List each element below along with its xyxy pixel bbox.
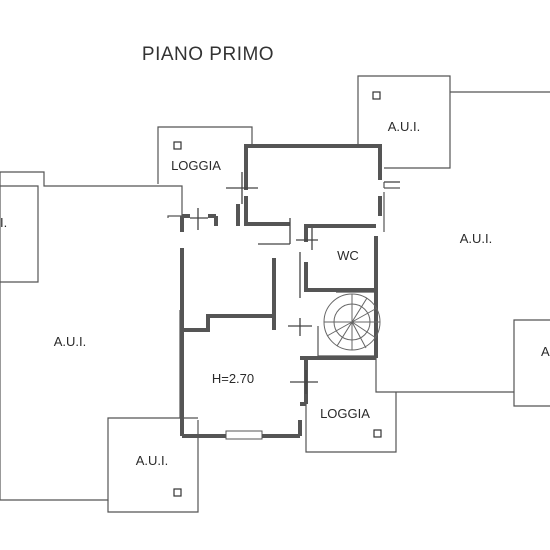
label-aui-right: A.U.I. (460, 231, 493, 246)
stair-tread (326, 321, 353, 337)
interior-walls (180, 144, 382, 440)
wall-corridor-top (244, 196, 376, 228)
stair-tread (351, 321, 367, 349)
marker-aui-bottom (173, 488, 182, 497)
stair-tread (336, 321, 353, 347)
doors (190, 172, 400, 394)
door-stair (288, 318, 312, 336)
window-bottom (225, 430, 263, 440)
label-aui-top: A.U.I. (388, 119, 421, 134)
aui-left-outline (0, 171, 198, 501)
label-aui-edge-right: A (541, 344, 550, 359)
door-loggia (226, 172, 258, 204)
markers (173, 91, 382, 497)
label-height: H=2.70 (212, 371, 254, 386)
label-loggia-top: LOGGIA (171, 158, 221, 173)
aui-bottom-box (107, 420, 199, 513)
loggia-bottom-box (305, 392, 397, 453)
aui-right-outline (375, 91, 550, 407)
door-corridor (258, 218, 291, 245)
marker-aui-top (372, 91, 381, 100)
marker-loggia-bottom (373, 429, 382, 438)
plan-title: PIANO PRIMO (142, 44, 274, 65)
wall-wc (304, 226, 376, 292)
spiral-staircase (317, 291, 381, 357)
area-outlines (0, 75, 550, 513)
wall-top (244, 144, 382, 190)
door-loggia-bottom (290, 370, 318, 394)
wall-room-bottom-right (298, 356, 376, 436)
aui-top-box (357, 75, 451, 169)
stair-tread (351, 297, 368, 323)
stair-frame (317, 291, 377, 357)
door-wc (296, 228, 318, 250)
door-left (190, 208, 208, 230)
label-aui-edge-left: I. (0, 215, 7, 230)
loggia-top-box (157, 126, 253, 184)
aui-edge-left-box (0, 185, 39, 283)
label-aui-left: A.U.I. (54, 334, 87, 349)
stair-tread (351, 321, 377, 339)
wall-partition-left (182, 314, 274, 332)
marker-loggia-top (173, 141, 182, 150)
wall-loggia-entry (214, 204, 240, 226)
stair-tread (351, 307, 378, 323)
label-wc: WC (337, 248, 359, 263)
label-aui-bottom: A.U.I. (136, 453, 169, 468)
label-loggia-bottom: LOGGIA (320, 406, 370, 421)
